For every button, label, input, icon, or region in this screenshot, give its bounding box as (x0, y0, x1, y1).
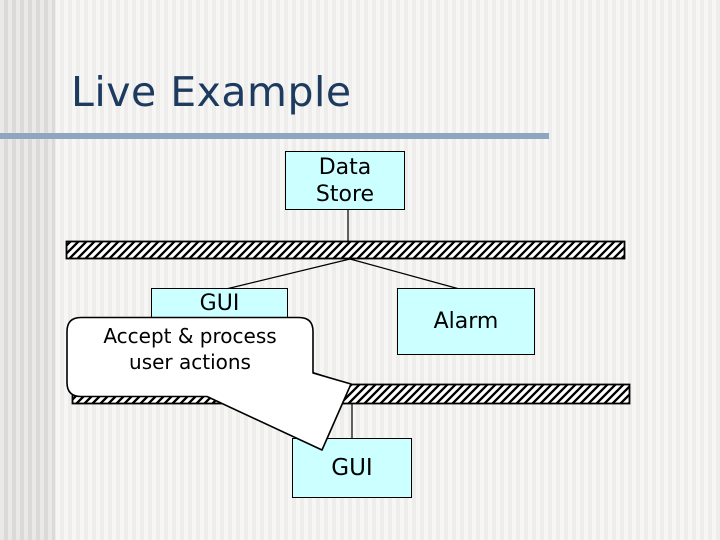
node-gui-top-label: GUI (199, 291, 240, 316)
left-stripe-band (0, 0, 55, 540)
hatch-bar-bottom (71, 383, 631, 405)
node-data-store-line2: Store (315, 182, 375, 207)
callout-text-line2: user actions (129, 350, 251, 374)
node-alarm-label: Alarm (433, 309, 499, 334)
page-title: Live Example (71, 68, 352, 116)
callout-text: Accept & process user actions (67, 323, 313, 375)
connector-bar1-to-gui (221, 258, 351, 291)
connector-bar1-to-alarm (349, 258, 464, 291)
node-data-store-line1: Data (318, 155, 372, 180)
title-underline (0, 133, 549, 139)
hatch-bar-top (65, 240, 626, 260)
node-gui-bottom-label: GUI (331, 455, 373, 481)
node-gui-bottom: GUI (292, 438, 412, 498)
node-data-store: Data Store (285, 151, 405, 210)
callout-text-line1: Accept & process (103, 324, 277, 348)
node-alarm: Alarm (397, 288, 535, 355)
